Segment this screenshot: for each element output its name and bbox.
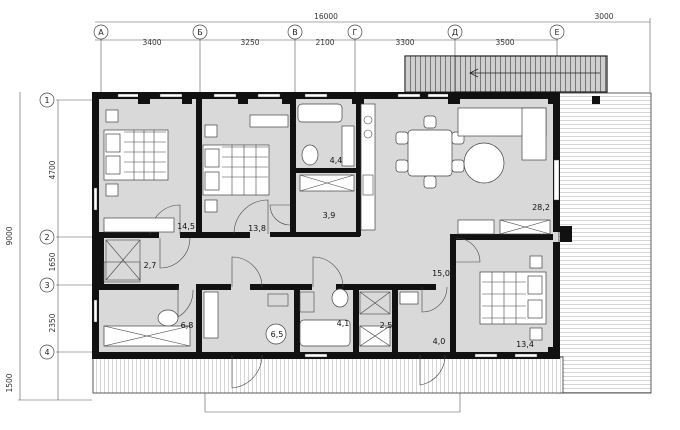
dim-overall-width: 16000 [314,12,338,21]
dim-d-e: 3500 [495,38,514,47]
bath-top-fixtures [297,103,355,192]
dim-terrace: 1500 [5,373,14,392]
room-area-labels: 14,5 13,8 4,4 3,9 28,2 2,7 15,0 6,8 6,5 … [144,156,550,349]
dim-b-v: 3250 [240,38,259,47]
dim-extension: 3000 [594,12,613,21]
axis-number-bubbles: 1 2 3 4 [39,92,55,360]
wardrobe-hall [103,261,141,283]
laundry-fixtures [103,309,191,347]
area-corridor-south: 4,0 [433,337,446,346]
area-wc-top: 3,9 [323,211,336,220]
terrace-east [558,92,652,394]
bed-nw [103,109,175,233]
dim-a-b: 3400 [142,38,161,47]
area-living: 28,2 [532,203,550,212]
axis-2-label: 2 [44,233,49,242]
area-wc-south: 2,5 [380,321,393,330]
dim-3-4: 2350 [48,313,57,332]
area-bedroom-n: 13,8 [248,224,266,233]
area-bath-south: 4,1 [337,319,350,328]
doors [149,199,481,389]
dim-g-d: 3300 [395,38,414,47]
axis-b-label: Б [197,28,203,37]
axis-g-label: Г [353,28,358,37]
dim-1-2: 4700 [48,160,57,179]
area-bedroom-nw: 14,5 [177,222,195,231]
axis-3-label: 3 [44,281,49,290]
bath-south-fixtures [299,288,351,347]
closet-west-fixtures [105,239,141,281]
area-laundry: 6,8 [181,321,194,330]
living-sofa [457,107,547,184]
axis-4-label: 4 [44,348,49,357]
axis-d-label: Д [452,28,458,37]
axis-1-label: 1 [44,96,49,105]
area-bedroom-se: 13,4 [516,340,534,349]
left-dimensions: 9000 4700 1650 2350 1500 [5,92,92,401]
area-entry: 6,5 [271,330,284,339]
kitchen-counter [360,103,376,231]
entry-fixtures [203,291,289,345]
bed-n [202,114,289,213]
dim-overall-height: 9000 [5,226,14,245]
axis-v-label: В [292,28,298,37]
dim-2-3: 1650 [48,252,57,271]
dim-v-g: 2100 [315,38,334,47]
axis-letter-bubbles: А Б В Г Д Е [93,24,565,40]
terrace-south [92,356,564,394]
axis-a-label: А [98,28,104,37]
area-bath-top: 4,4 [330,156,343,165]
bed-se [457,219,551,341]
axis-e-label: Е [554,28,559,37]
area-closet-w: 2,7 [144,261,157,270]
wc-south-fixtures [359,291,419,347]
area-hall: 15,0 [432,269,450,278]
dining-table [395,115,465,189]
walls [92,92,600,359]
